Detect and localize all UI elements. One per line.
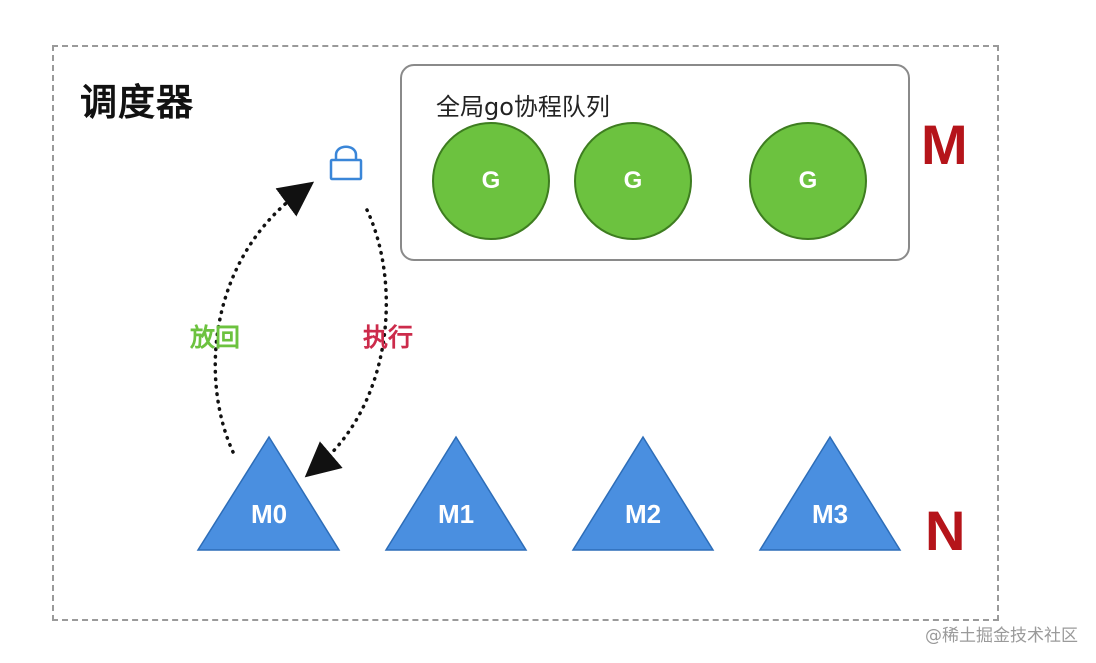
return-label: 放回 — [190, 323, 241, 352]
scheduler-frame — [52, 45, 999, 621]
thread-label-m1: M1 — [437, 499, 475, 529]
goroutine-node: G — [432, 122, 550, 240]
thread-node-m2 — [571, 435, 715, 551]
lock-icon — [329, 145, 363, 181]
thread-node-m1 — [384, 435, 528, 551]
thread-label-m0: M0 — [250, 499, 288, 529]
n-letter: N — [925, 499, 966, 562]
thread-node-m3 — [758, 435, 902, 551]
thread-label-m2: M2 — [624, 499, 662, 529]
goroutine-node: G — [749, 122, 867, 240]
thread-label-m3: M3 — [811, 499, 849, 529]
thread-node-m0 — [196, 435, 341, 551]
execute-label: 执行 — [363, 323, 414, 352]
goroutine-node: G — [574, 122, 692, 240]
global-queue-label: 全局go协程队列 — [436, 93, 610, 121]
m-letter: M — [921, 113, 968, 176]
watermark: @稀土掘金技术社区 — [925, 626, 1078, 646]
execute-arrow — [304, 208, 389, 478]
scheduler-title: 调度器 — [80, 81, 194, 124]
return-arrow — [213, 181, 315, 454]
